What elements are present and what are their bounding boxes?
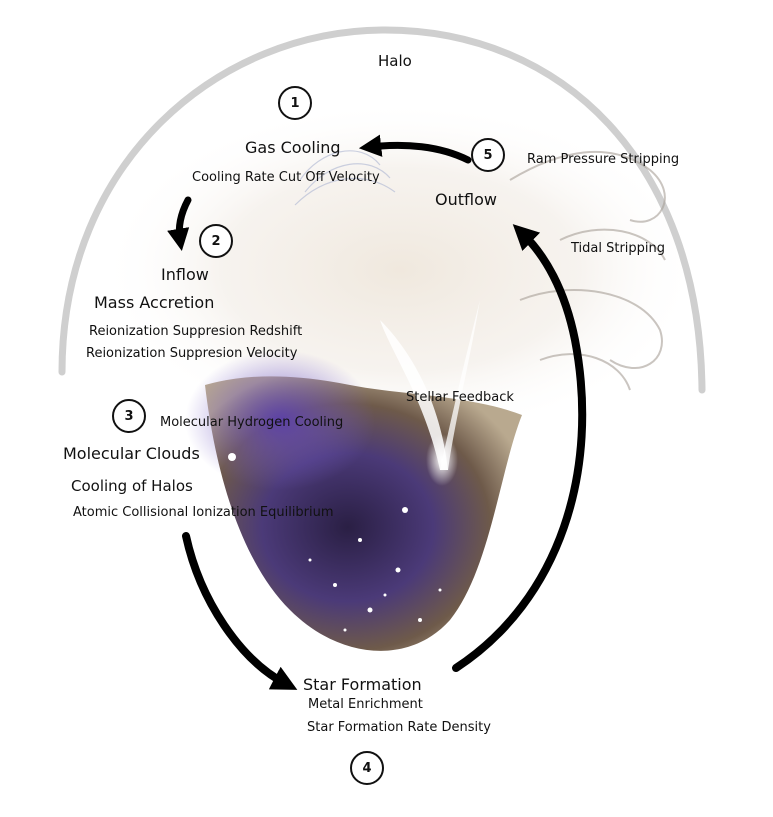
outflow-title: Outflow (435, 190, 497, 209)
gas-cooling-title: Gas Cooling (245, 138, 341, 157)
halo-label: Halo (378, 52, 412, 70)
gas-swirl (294, 150, 396, 206)
cooling-rate-label: Cooling Rate Cut Off Velocity (192, 170, 380, 185)
ram-pressure-label: Ram Pressure Stripping (527, 152, 680, 167)
reionization-velocity-label: Reionization Suppresion Velocity (86, 346, 298, 361)
step-3-badge: 3 (112, 399, 146, 433)
metal-enrichment-label: Metal Enrichment (308, 697, 423, 712)
arrow-gas-cooling-to-inflow (167, 196, 192, 252)
step-1-badge: 1 (278, 86, 312, 120)
cooling-of-halos-label: Cooling of Halos (71, 477, 193, 495)
arrow-outflow-to-gas-cooling (358, 134, 472, 164)
star-formation-title: Star Formation (303, 675, 422, 694)
molecular-hydrogen-label: Molecular Hydrogen Cooling (160, 415, 344, 430)
star-formation-rate-label: Star Formation Rate Density (307, 720, 491, 735)
step-5-badge: 5 (471, 138, 505, 172)
step-2-badge: 2 (199, 224, 233, 258)
stellar-feedback-label: Stellar Feedback (406, 390, 514, 405)
stars (228, 453, 442, 632)
halo-arc (58, 26, 706, 394)
inflow-title: Inflow (161, 265, 209, 284)
stellar-feedback-jet (380, 300, 480, 486)
mass-accretion-label: Mass Accretion (94, 293, 215, 312)
step-4-badge: 4 (350, 751, 384, 785)
tidal-stripping-label: Tidal Stripping (571, 241, 666, 256)
arrow-star-formation-to-outflow (452, 224, 587, 672)
arrow-molecular-clouds-to-star-formation (182, 532, 298, 690)
molecular-clouds-title: Molecular Clouds (63, 444, 200, 463)
reionization-redshift-label: Reionization Suppresion Redshift (89, 324, 303, 339)
atomic-ionization-label: Atomic Collisional Ionization Equilibriu… (73, 505, 334, 520)
